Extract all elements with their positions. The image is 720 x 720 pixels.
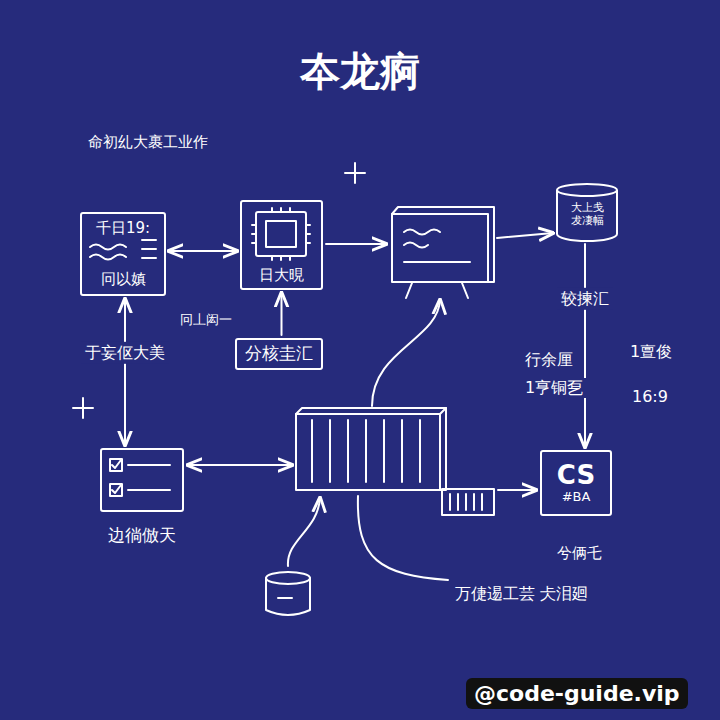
node-text: 分核圭汇	[245, 344, 313, 364]
flow-line	[288, 498, 320, 566]
edge-label: 较揀汇	[557, 288, 613, 310]
flow-line	[358, 496, 448, 580]
document-box: 千日19: 冋以嫃	[80, 212, 166, 296]
connector	[169, 250, 237, 252]
flow-line	[498, 489, 536, 491]
checklist-box: 边徜倣天	[100, 448, 184, 546]
database-icon	[266, 572, 310, 615]
watermark: @code-guide.vip	[466, 678, 688, 709]
document-squiggles	[90, 240, 156, 260]
flow-line	[497, 233, 553, 238]
note-label: 冋丄闳一	[180, 313, 232, 328]
monitor-icon	[392, 207, 494, 298]
node-text: 日大晛	[259, 267, 304, 284]
node-text: CS	[557, 461, 595, 491]
flow-line	[188, 464, 292, 466]
connector	[584, 244, 586, 447]
checklist-frame	[100, 448, 184, 512]
checklist-icon	[110, 459, 170, 496]
connector	[281, 293, 283, 335]
note-label: 行余厘	[522, 350, 576, 370]
node-text: 边徜倣天	[108, 526, 176, 546]
flow-line	[326, 243, 386, 245]
flow-line	[372, 300, 440, 406]
cs-box: CS#BA	[540, 450, 612, 516]
diagram-title: 夲龙痾	[0, 48, 720, 94]
node-text: 千日19:	[96, 220, 150, 237]
note-label: 兮俩乇	[557, 545, 602, 562]
note-label: 万倢逷工芸 仧泪廻	[455, 585, 588, 603]
process-box: 分核圭汇	[235, 338, 323, 370]
note-label: 1亨铜乭	[522, 378, 586, 398]
node-text: 冋以嫃	[101, 271, 146, 288]
note-label: 命初乣大裹工业作	[88, 134, 208, 151]
note-label: 1亶俊	[630, 343, 672, 361]
node-text: #BA	[562, 490, 591, 505]
chip-icon	[252, 208, 310, 260]
note-label: 16:9	[632, 388, 668, 406]
chip-box: 日大晛	[240, 200, 323, 290]
edge-label: 于妄伛大美	[81, 342, 169, 364]
database-cylinder: 大上戋 犮凄幅	[556, 183, 618, 241]
connector	[124, 299, 126, 445]
plus-mark	[73, 163, 365, 418]
server-rack	[296, 408, 494, 515]
node-text: 大上戋 犮凄幅	[565, 202, 609, 227]
